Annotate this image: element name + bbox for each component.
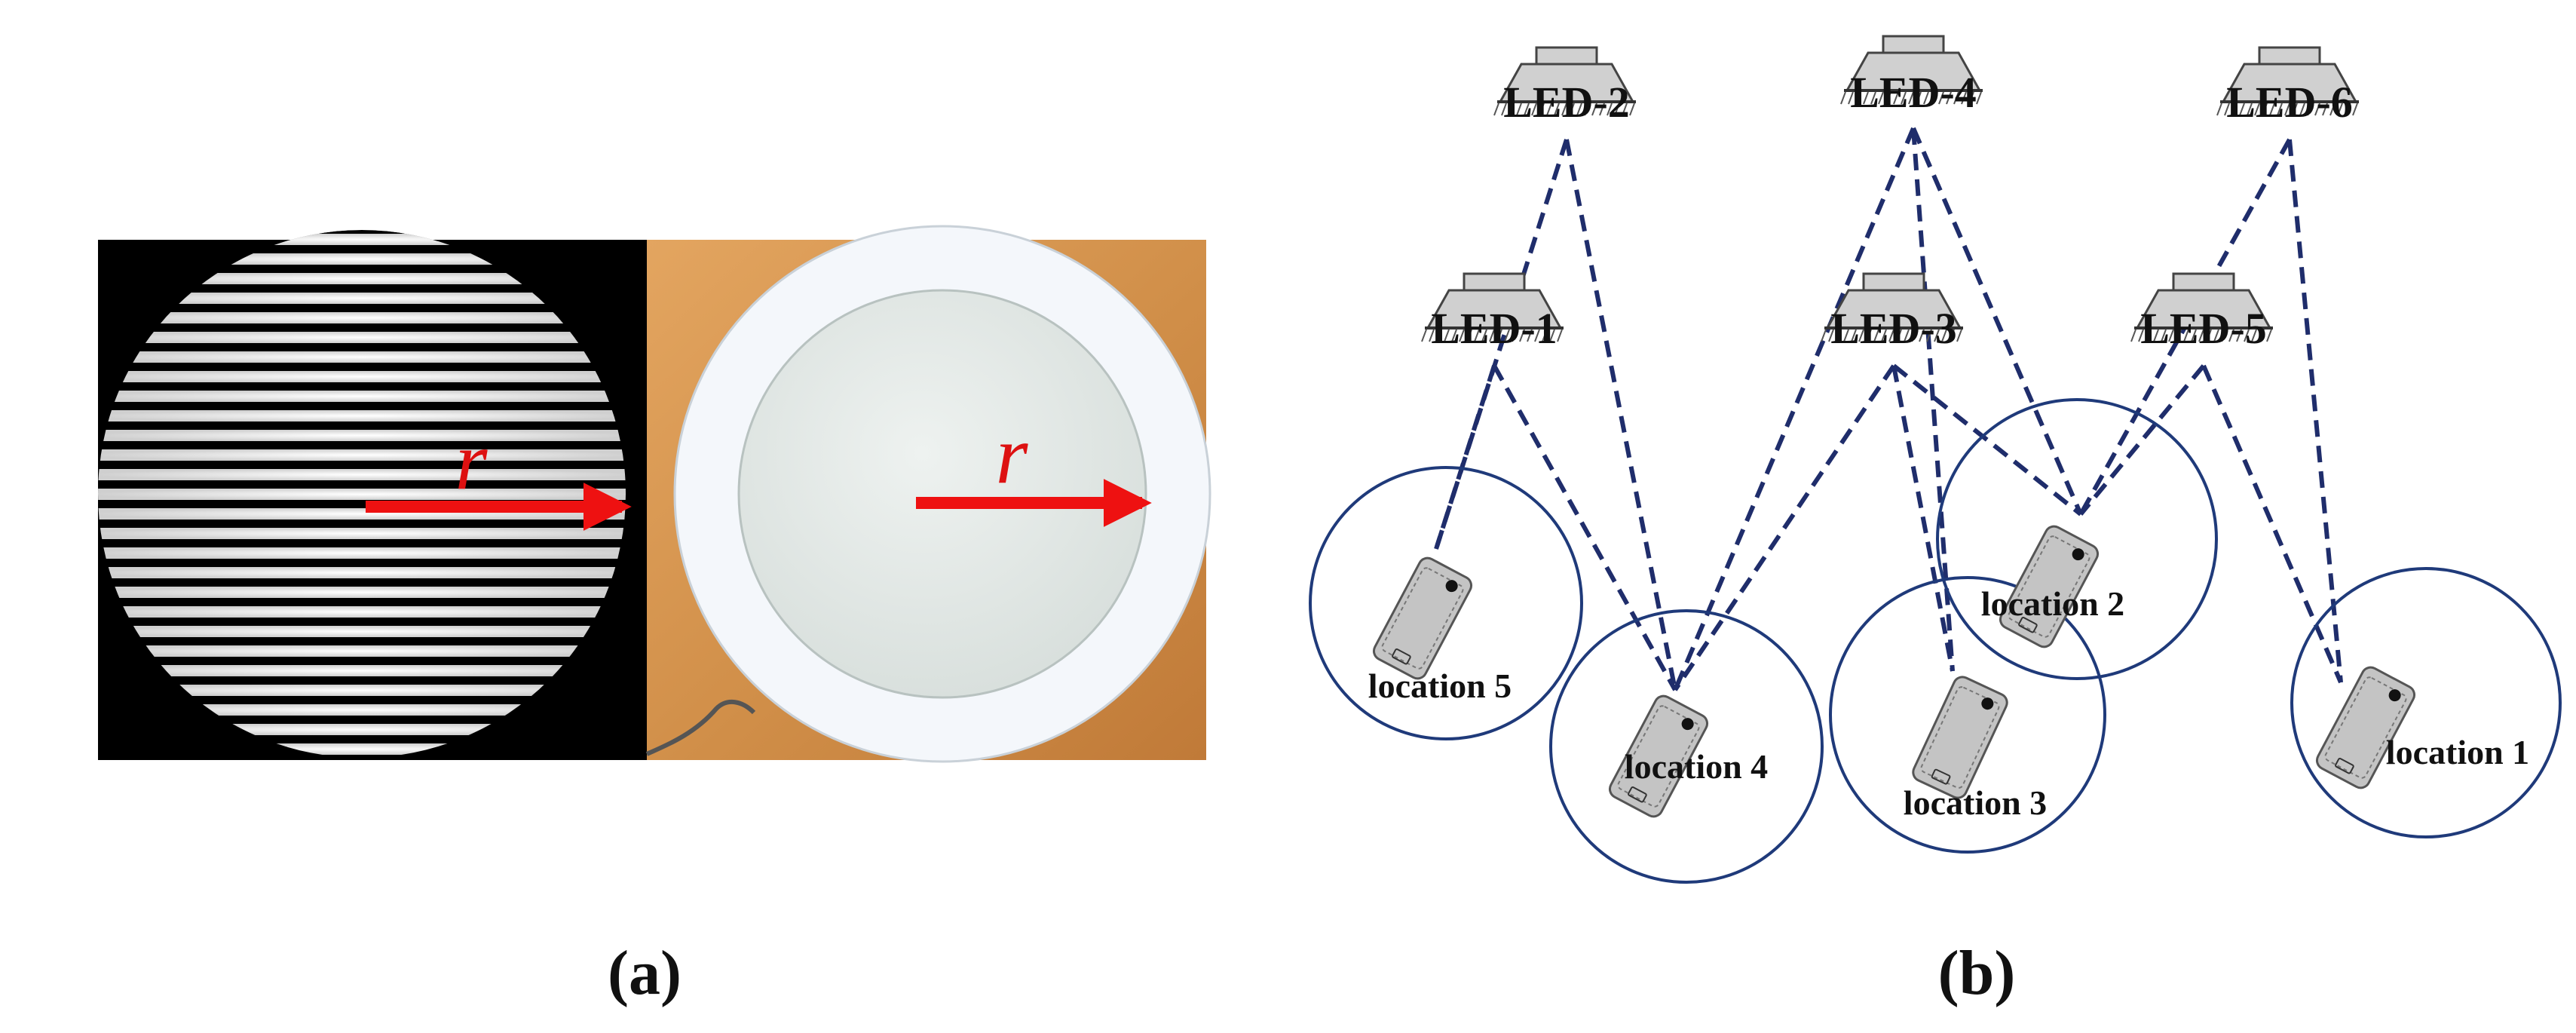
stripe-14 bbox=[98, 489, 626, 500]
panel-b-label: (b) bbox=[1938, 938, 2016, 1008]
stripe-12 bbox=[98, 449, 626, 461]
led-1-fixture-icon bbox=[1421, 272, 1564, 342]
diagram-labels: LED-1 LED-2 LED-3 LED-4 LED-5 LED-6 loca… bbox=[1368, 68, 2529, 822]
link-led-3-location-2 bbox=[1892, 363, 2082, 516]
phone-icon-location-4 bbox=[1608, 694, 1709, 818]
link-led-3-location-4 bbox=[1673, 364, 1896, 691]
striped-led-disc bbox=[98, 230, 626, 758]
coverage-circle-location-4 bbox=[1549, 609, 1824, 884]
phone-icon-location-3 bbox=[1912, 676, 2008, 799]
led-2-fixture-icon bbox=[1493, 46, 1636, 116]
link-led-4-location-2 bbox=[1911, 127, 2083, 516]
led-5-fixture-icon bbox=[2130, 272, 2273, 342]
led-4-fixture-icon bbox=[1840, 35, 1983, 105]
stripe-19 bbox=[98, 587, 626, 598]
stripe-22 bbox=[98, 645, 626, 657]
stripe-20 bbox=[98, 606, 626, 618]
stripe-3 bbox=[98, 273, 626, 284]
stripe-4 bbox=[98, 293, 626, 304]
led-label-2: LED-2 bbox=[1503, 78, 1630, 127]
led-6-fixture-icon bbox=[2216, 46, 2359, 116]
link-led-1-location-4 bbox=[1492, 364, 1677, 691]
coverage-circle-location-2 bbox=[1936, 398, 2218, 680]
coverage-circle-location-3 bbox=[1829, 576, 2106, 854]
location-label-1: location 1 bbox=[2386, 733, 2529, 771]
phone-icon-location-5 bbox=[1372, 556, 1473, 680]
led-label-6: LED-6 bbox=[2226, 78, 2353, 127]
link-led-6-location-1 bbox=[2287, 139, 2343, 683]
phone-icon-location-1 bbox=[2315, 666, 2416, 789]
panel-a: r r (a) bbox=[98, 225, 1211, 1008]
link-led-4-location-4 bbox=[1673, 127, 1916, 691]
led-label-1: LED-1 bbox=[1431, 304, 1558, 353]
phone-icon-location-2 bbox=[1999, 525, 2100, 648]
coverage-circles bbox=[1309, 398, 2562, 884]
stripe-13 bbox=[98, 469, 626, 480]
location-label-2: location 2 bbox=[1981, 584, 2124, 623]
phones bbox=[1372, 525, 2416, 818]
radius-symbol-left: r bbox=[455, 415, 489, 507]
stripe-16 bbox=[98, 528, 626, 539]
coverage-circle-location-5 bbox=[1309, 466, 1583, 740]
stripe-21 bbox=[98, 626, 626, 637]
led-label-3: LED-3 bbox=[1830, 304, 1957, 353]
stripe-9 bbox=[98, 391, 626, 402]
link-led-2-location-4 bbox=[1564, 139, 1677, 691]
coverage-circle-location-1 bbox=[2290, 567, 2562, 838]
link-led-3-location-3 bbox=[1891, 365, 1955, 672]
location-label-3: location 3 bbox=[1904, 783, 2047, 822]
link-led-5-location-2 bbox=[2078, 364, 2206, 516]
radius-symbol-right: r bbox=[996, 409, 1029, 501]
stripe-17 bbox=[98, 547, 626, 559]
led-3-fixture-icon bbox=[1821, 272, 1963, 342]
panel-b: LED-1 LED-2 LED-3 LED-4 LED-5 LED-6 loca… bbox=[1309, 35, 2562, 1008]
panel-a-label: (a) bbox=[608, 938, 682, 1008]
location-label-4: location 4 bbox=[1625, 747, 1768, 786]
stripe-25 bbox=[98, 704, 626, 716]
lamp-diffuser bbox=[737, 289, 1147, 699]
stripe-23 bbox=[98, 665, 626, 676]
link-led-2-location-5 bbox=[1434, 139, 1569, 550]
led-label-5: LED-5 bbox=[2140, 304, 2267, 353]
link-led-5-location-1 bbox=[2201, 364, 2343, 684]
lamp-cable bbox=[645, 700, 756, 756]
led-label-4: LED-4 bbox=[1850, 68, 1977, 117]
stripe-18 bbox=[98, 567, 626, 578]
stripe-8 bbox=[98, 371, 626, 382]
link-led-4-location-3 bbox=[1911, 127, 1955, 672]
link-lines bbox=[1434, 127, 2343, 691]
stripe-11 bbox=[98, 430, 626, 441]
stripe-7 bbox=[98, 351, 626, 363]
location-label-5: location 5 bbox=[1368, 667, 1512, 705]
stripe-6 bbox=[98, 332, 626, 343]
led-fixtures bbox=[1421, 35, 2359, 342]
stripe-5 bbox=[98, 312, 626, 323]
stripe-10 bbox=[98, 410, 626, 421]
stripe-24 bbox=[98, 685, 626, 696]
